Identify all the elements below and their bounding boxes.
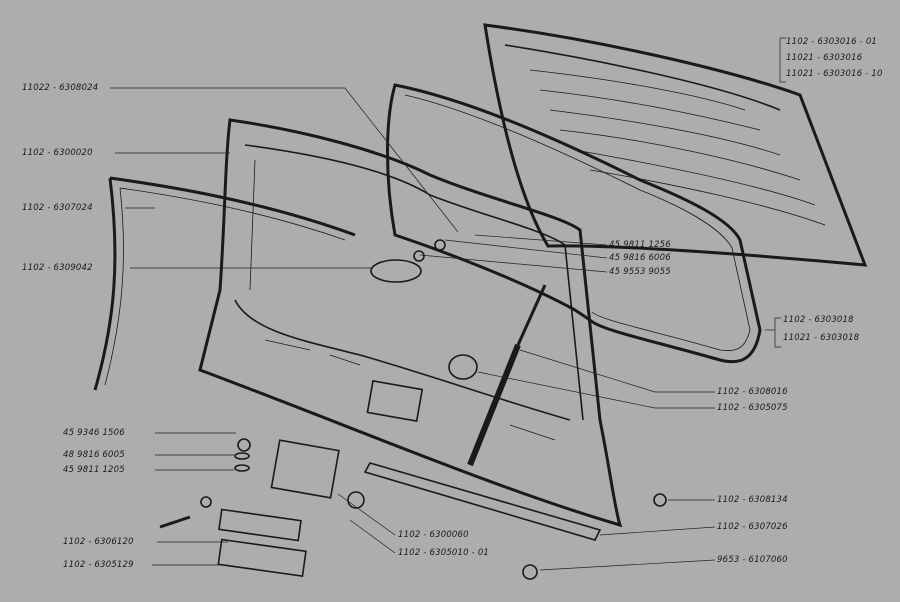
label-glass-variant-2: 11021 - 6303016	[786, 53, 863, 63]
label-washer-1: 48 9816 6005	[63, 450, 125, 460]
left-seal-strip	[93, 176, 356, 391]
label-lower-seal: 1102 - 6307026	[717, 522, 788, 532]
lower-seal	[363, 462, 602, 541]
label-lock: 1102 - 6305010 - 01	[398, 548, 490, 558]
gas-strut	[467, 284, 547, 467]
rear-window-glass	[483, 23, 868, 267]
label-hinge: 11022 - 6308024	[22, 83, 99, 93]
label-washer-2: 45 9811 1205	[63, 465, 125, 475]
label-nut: 9653 - 6107060	[717, 555, 788, 565]
label-plug-2: 45 9816 6006	[609, 253, 671, 263]
window-seal	[386, 83, 762, 364]
label-cover: 1102 - 6300060	[398, 530, 469, 540]
label-left-seal: 1102 - 6307024	[22, 203, 93, 213]
label-glass-variant-3: 11021 - 6303016 - 10	[786, 69, 883, 79]
label-door-frame: 1102 - 6300020	[22, 148, 93, 158]
label-bolt: 45 9346 1506	[63, 428, 125, 438]
label-plug-3: 45 9553 9055	[609, 267, 671, 277]
label-striker: 1102 - 6306120	[63, 537, 134, 547]
label-strut: 1102 - 6308016	[717, 387, 788, 397]
liftgate-door-frame	[198, 118, 623, 528]
small-parts	[159, 239, 667, 580]
label-seal-variant-1: 1102 - 6303018	[783, 315, 854, 325]
label-plug-1: 45 9811 1256	[609, 240, 671, 250]
label-handle: 1102 - 6309042	[22, 263, 93, 273]
label-grommet: 1102 - 6305075	[717, 403, 788, 413]
label-stud: 1102 - 6308134	[717, 495, 788, 505]
label-glass-variant-1: 1102 - 6303016 - 01	[786, 37, 878, 47]
label-striker-plate: 1102 - 6305129	[63, 560, 134, 570]
leader-lines	[110, 37, 786, 571]
label-seal-variant-2: 11021 - 6303018	[783, 333, 860, 343]
